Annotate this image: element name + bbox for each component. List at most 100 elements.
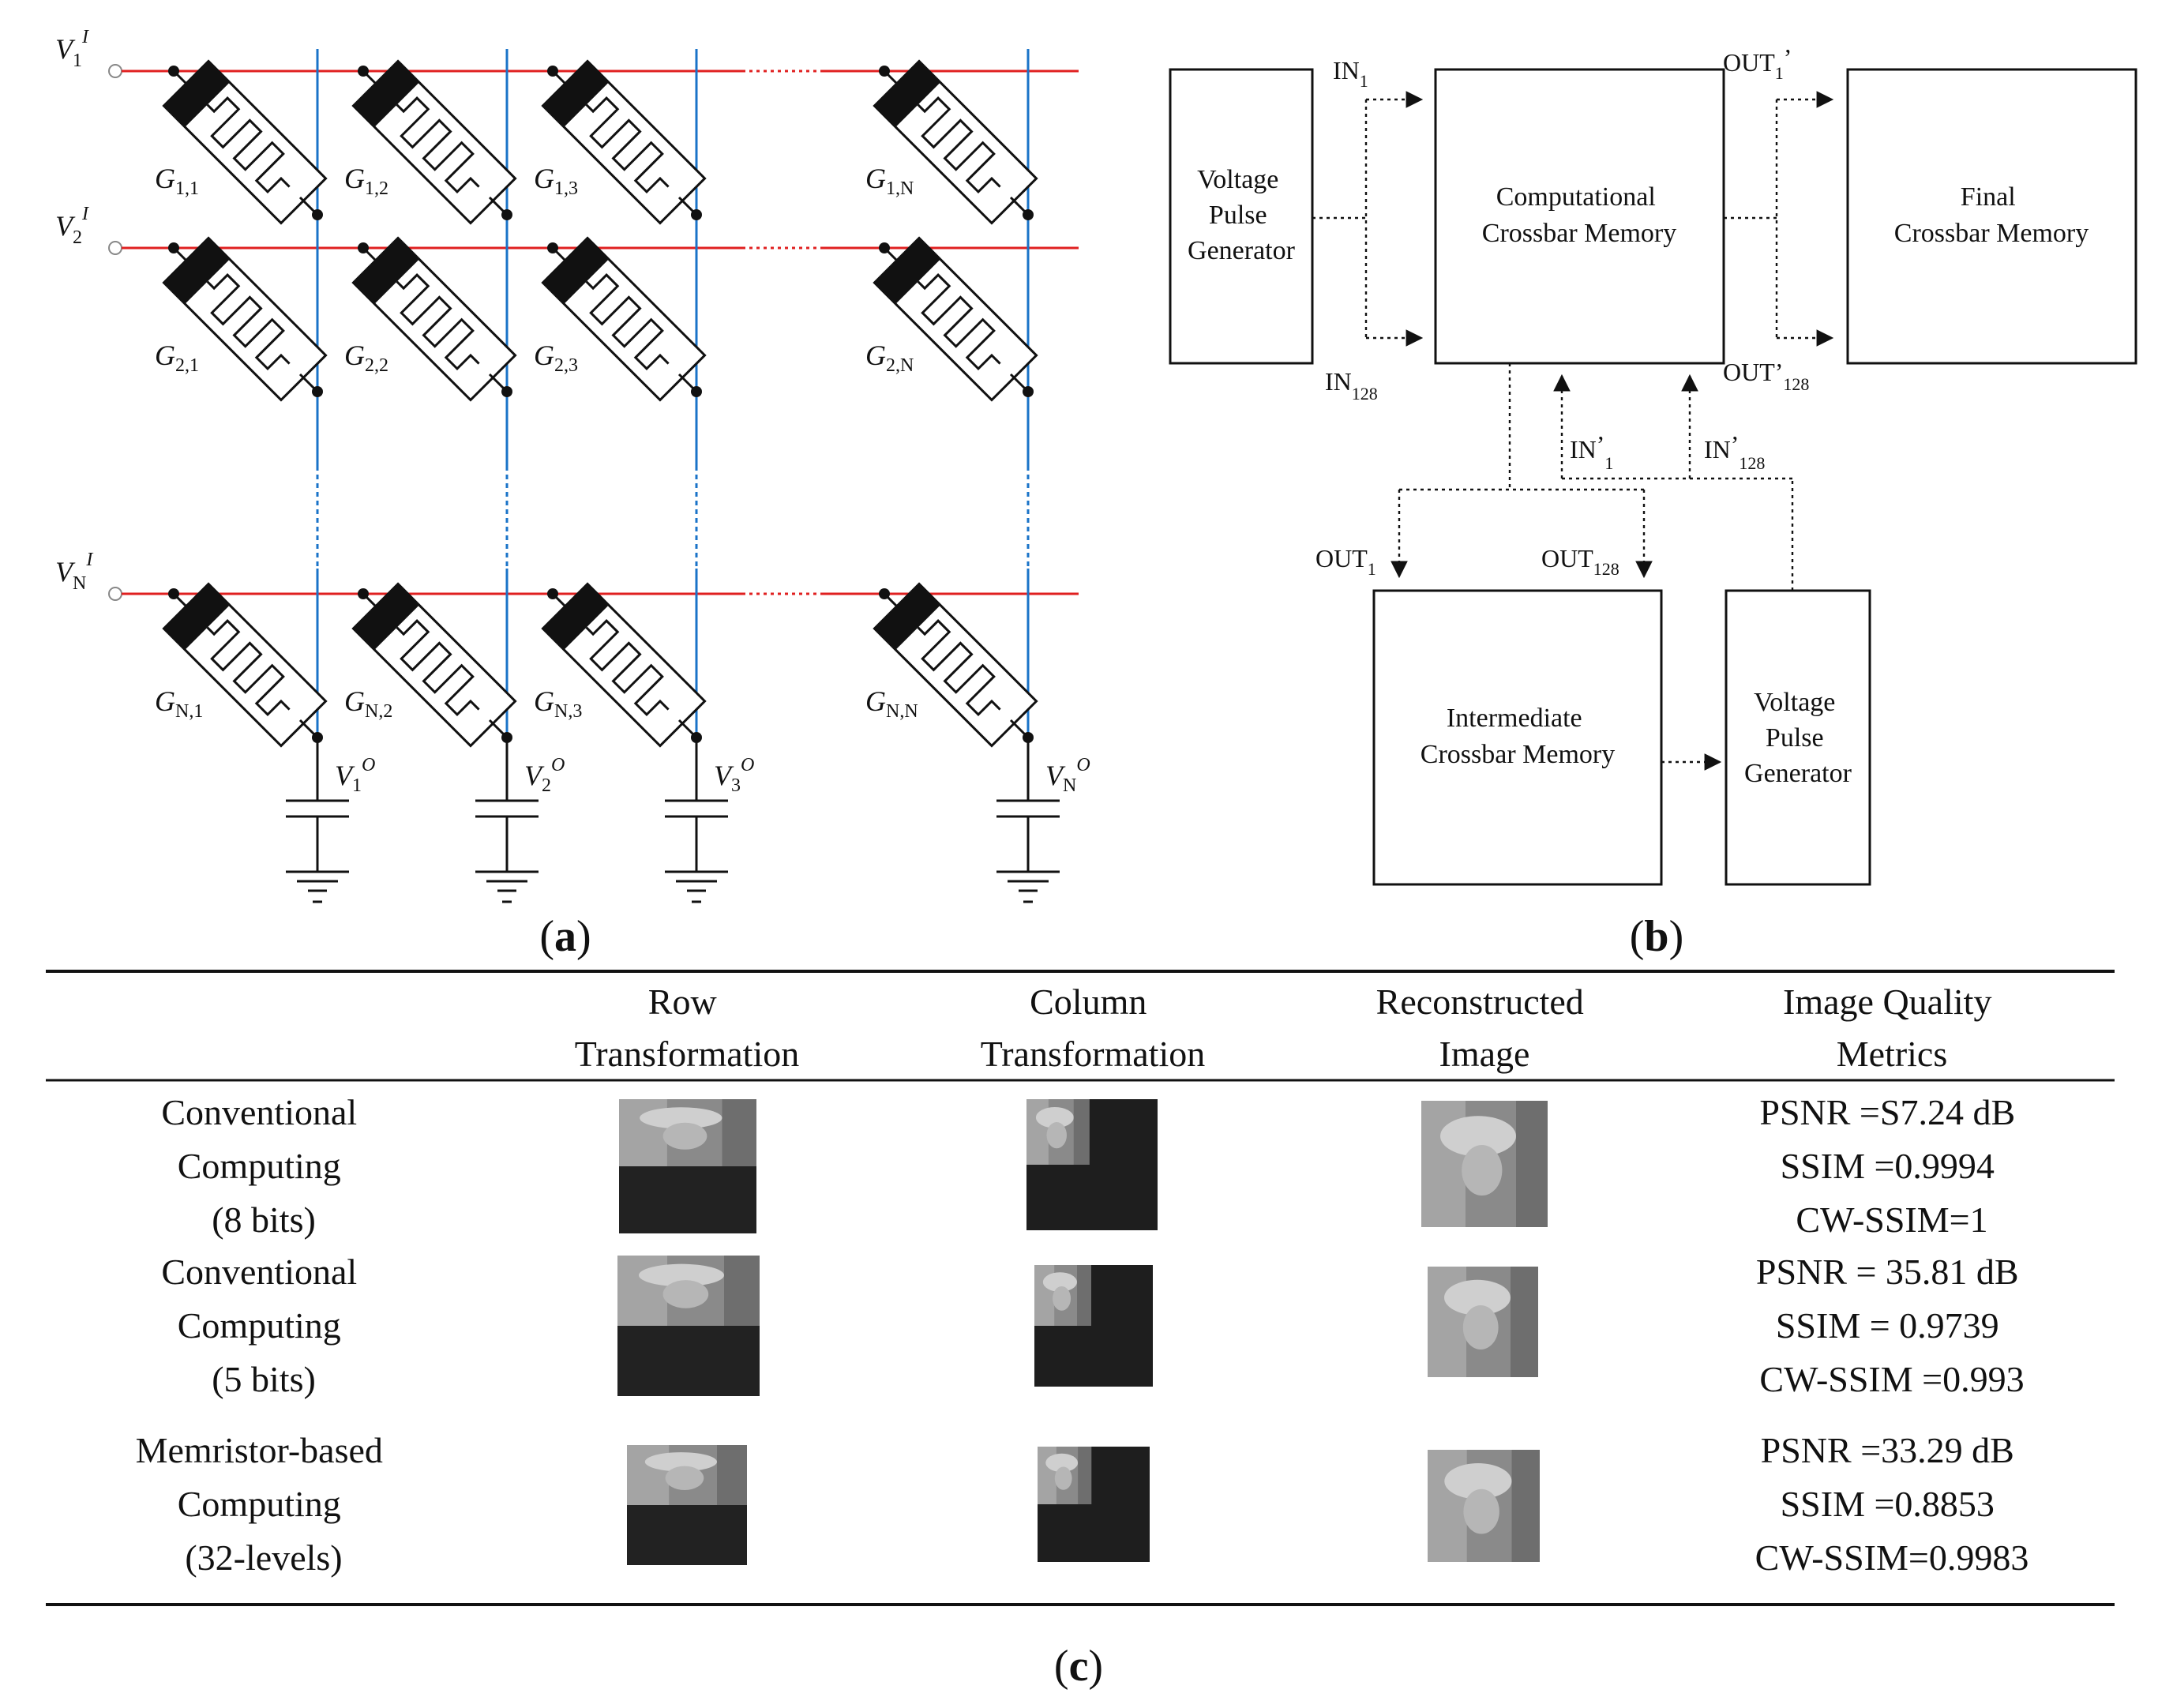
row-node-dot — [168, 588, 179, 599]
row-input-label: V1I — [55, 27, 89, 71]
intermediate-line-2: Crossbar Memory — [1421, 740, 1615, 769]
row-1-column-transformation-ll-right-shade — [1073, 1099, 1090, 1165]
row-1-reconstructed-image-hat — [1440, 1116, 1516, 1157]
column-node-dot — [501, 209, 512, 220]
final-line-2: Crossbar Memory — [1894, 219, 2089, 248]
vpg-left-label: Voltage Pulse Generator — [1188, 165, 1296, 265]
vpg-right-line-1: Voltage — [1754, 688, 1835, 717]
voltage-pulse-generator-right-box — [1725, 589, 1871, 886]
row-1-row-transformation-bottom — [619, 1166, 756, 1233]
vpg-left-line-3: Generator — [1188, 236, 1296, 265]
conductance-label: GN,3 — [534, 685, 582, 722]
header-row-transformation: Row Transformation — [575, 982, 800, 1074]
row-node-dot — [547, 588, 558, 599]
results-table: Row Transformation Column Transformation… — [46, 970, 2115, 1606]
conductance-label: G1,1 — [155, 163, 199, 199]
image-thumbnails — [617, 1099, 1548, 1565]
block-diagram-panel: Voltage Pulse Generator Computational Cr… — [1169, 43, 2137, 886]
row-3-row-transformation-top-face — [665, 1466, 704, 1491]
row-2-column-transformation-ll-hat — [1042, 1272, 1077, 1292]
row-node-dot — [358, 242, 369, 253]
row-2-method: Conventional Computing (5 bits) — [161, 1252, 366, 1399]
out-128p-label: OUT’128 — [1723, 358, 1809, 394]
conductance-label: G2,1 — [155, 340, 199, 376]
conductance-label: GN,1 — [155, 685, 203, 722]
output-voltage-label: V3O — [714, 755, 754, 796]
row-1-reconstructed-image-face — [1462, 1145, 1503, 1196]
final-label: Final Crossbar Memory — [1894, 182, 2089, 248]
row-2-row-transformation-top-face — [662, 1280, 709, 1308]
row-input-label: VNI — [55, 550, 93, 594]
output-voltage-label: V2O — [524, 755, 565, 796]
in-1-label: IN1 — [1333, 56, 1368, 91]
conductance-label: G2,N — [865, 340, 914, 376]
row-1-reconstructed-image-right-shade — [1516, 1101, 1548, 1227]
conductance-label: G2,2 — [344, 340, 388, 376]
conductance-label: GN,2 — [344, 685, 392, 722]
row-1-column-transformation-ll-face — [1046, 1122, 1067, 1149]
row-3-row-transformation-top-hat — [644, 1452, 718, 1472]
row-node-dot — [879, 588, 890, 599]
row-2-reconstructed-image-face — [1462, 1305, 1499, 1350]
voltage-pulse-generator-left-box — [1169, 68, 1314, 365]
row-3-column-transformation-ll-hat — [1045, 1453, 1079, 1473]
conductance-label: GN,N — [865, 685, 918, 722]
vpg-left-line-1: Voltage — [1197, 165, 1278, 194]
output-voltage-label: V1O — [335, 755, 375, 796]
vpg-right-line-2: Pulse — [1766, 723, 1824, 753]
conductance-label: G1,N — [865, 163, 914, 199]
conductance-label: G1,3 — [534, 163, 578, 199]
out-128-label: OUT128 — [1541, 544, 1619, 579]
computational-crossbar-memory-box — [1434, 68, 1725, 365]
row-3-metrics: PSNR =33.29 dB SSIM =0.8853 CW-SSIM=0.99… — [1755, 1430, 2029, 1578]
row-node-dot — [547, 242, 558, 253]
conductance-label: G2,3 — [534, 340, 578, 376]
row-2-column-transformation-ll-right-shade — [1077, 1265, 1091, 1326]
column-node-dot — [501, 386, 512, 397]
row-3-row-transformation-bottom — [627, 1505, 747, 1565]
column-node-dot — [312, 209, 323, 220]
row-3-reconstructed-image-right-shade — [1511, 1450, 1540, 1562]
out-1p-label: OUT1’ — [1723, 43, 1792, 83]
out-1-label: OUT1 — [1315, 544, 1376, 579]
in-128-label: IN128 — [1325, 367, 1378, 404]
row-1-row-transformation-top-right-shade — [722, 1099, 756, 1166]
final-crossbar-memory-box — [1846, 68, 2137, 365]
caption-c: (c) — [1054, 1642, 1103, 1691]
row-2-reconstructed-image-right-shade — [1511, 1267, 1538, 1377]
in-128p-label: IN’128 — [1704, 430, 1765, 473]
row-node-dot — [547, 66, 558, 77]
row-input-label: V2I — [55, 204, 89, 248]
intermediate-crossbar-memory-box — [1372, 589, 1663, 886]
row-2-reconstructed-image-hat — [1444, 1279, 1511, 1316]
row-input-terminal — [108, 64, 122, 78]
caption-b: (b) — [1630, 912, 1683, 961]
column-node-dot — [312, 386, 323, 397]
header-reconstructed-image: Reconstructed Image — [1376, 982, 1593, 1074]
vpg-left-line-2: Pulse — [1209, 201, 1267, 230]
ccm-line-2: Crossbar Memory — [1482, 219, 1676, 248]
conductance-label: G1,2 — [344, 163, 388, 199]
row-2-row-transformation-top-hat — [639, 1263, 724, 1287]
row-3-column-transformation-ll-face — [1054, 1466, 1072, 1490]
row-3-method: Memristor-based Computing (32-levels) — [136, 1430, 392, 1578]
intermediate-label: Intermediate Crossbar Memory — [1421, 704, 1615, 769]
row-3-reconstructed-image-face — [1463, 1488, 1499, 1534]
row-node-dot — [358, 588, 369, 599]
column-node-dot — [1023, 209, 1034, 220]
header-column-transformation: Column Transformation — [981, 982, 1206, 1074]
row-node-dot — [168, 242, 179, 253]
row-3-row-transformation-top-right-shade — [717, 1445, 747, 1505]
intermediate-line-1: Intermediate — [1447, 704, 1582, 733]
row-1-method: Conventional Computing (8 bits) — [161, 1092, 366, 1240]
row-node-dot — [879, 66, 890, 77]
vpg-right-line-3: Generator — [1744, 759, 1852, 788]
output-voltage-label: VNO — [1045, 755, 1090, 796]
crossbar-circuit-panel: V1I V2I VNI G1,1 G1,2 G1,3 G1,N G2,1 G2,2 G2,3 G2,… — [55, 27, 1090, 903]
row-2-row-transformation-top-right-shade — [724, 1256, 760, 1326]
row-1-row-transformation-top-hat — [640, 1107, 722, 1129]
column-node-dot — [691, 386, 702, 397]
row-input-terminal — [108, 587, 122, 601]
row-2-column-transformation-ll-face — [1053, 1286, 1071, 1311]
row-3-reconstructed-image-hat — [1444, 1463, 1512, 1500]
